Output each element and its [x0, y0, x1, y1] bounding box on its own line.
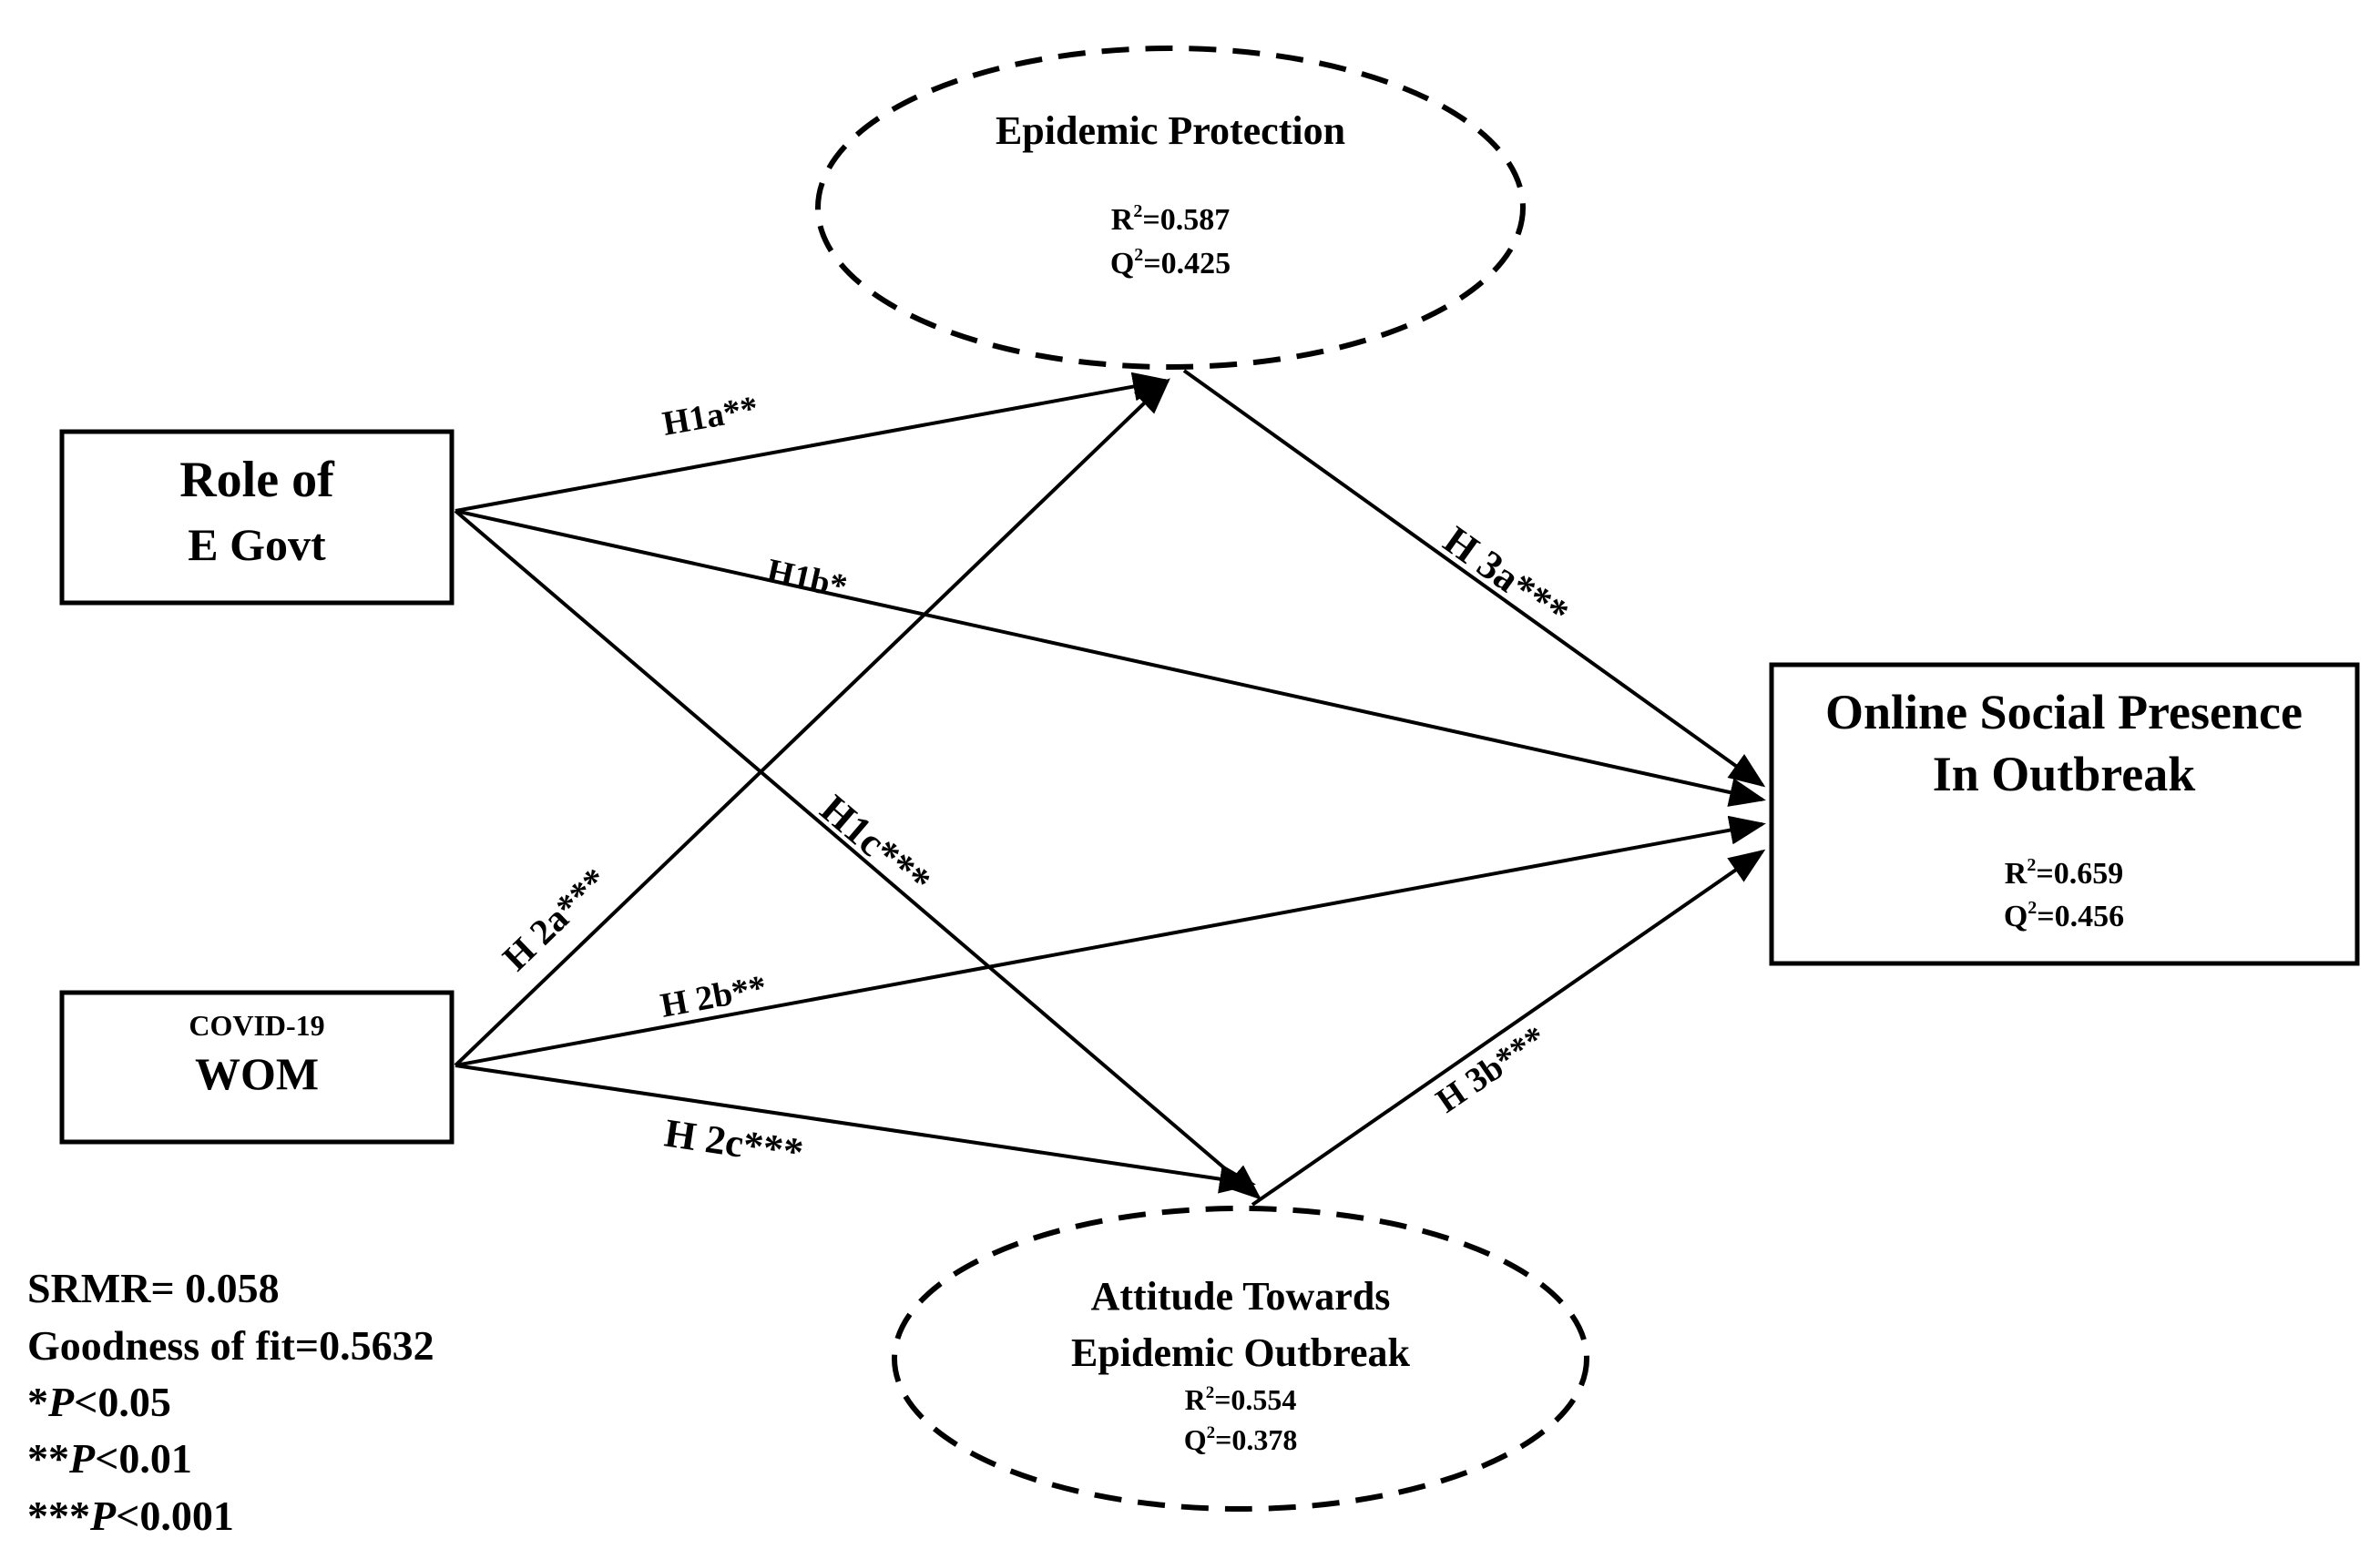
attitude-line1: Attitude Towards	[1091, 1274, 1391, 1319]
arrow-h1c	[454, 509, 1262, 1200]
presence-line1: Online Social Presence	[1825, 685, 2303, 739]
attitude-r2: R2=0.554	[1185, 1383, 1297, 1416]
path-arrows	[454, 369, 1766, 1207]
stat-gof: Goodness of fit=0.5632	[27, 1322, 434, 1369]
protection-title: Epidemic Protection	[996, 108, 1345, 153]
stat-p-005: *P<0.05	[27, 1379, 171, 1425]
egovt-line1: Role of	[179, 452, 335, 508]
label-h2c: H 2c***	[662, 1110, 806, 1175]
arrow-h2c	[455, 1064, 1256, 1194]
attitude-q2: Q2=0.378	[1184, 1423, 1298, 1456]
egovt-line2: E Govt	[188, 519, 326, 570]
node-role-of-egovt: Role of E Govt	[59, 429, 455, 606]
presence-q2: Q2=0.456	[2004, 898, 2124, 933]
attitude-line2: Epidemic Outbreak	[1071, 1330, 1411, 1375]
label-h1b: H1b*	[763, 552, 851, 606]
node-attitude-outbreak: Attitude Towards Epidemic Outbreak R2=0.…	[892, 1206, 1589, 1512]
arrow-h3b	[1251, 849, 1766, 1207]
label-h2a: H 2a***	[495, 860, 616, 978]
arrow-h1b	[455, 509, 1766, 807]
fit-statistics: SRMR= 0.058 Goodness of fit=0.5632 *P<0.…	[27, 1265, 434, 1539]
arrow-h1a	[455, 372, 1170, 513]
stat-srmr: SRMR= 0.058	[27, 1265, 280, 1311]
protection-r2: R2=0.587	[1111, 201, 1230, 237]
presence-line2: In Outbreak	[1933, 747, 2196, 801]
label-h1a: H1a**	[659, 389, 761, 443]
node-online-social-presence: Online Social Presence In Outbreak R2=0.…	[1769, 662, 2360, 966]
arrow-h2b	[455, 815, 1766, 1067]
protection-q2: Q2=0.425	[1110, 245, 1231, 280]
stat-p-001: **P<0.01	[27, 1435, 192, 1482]
node-epidemic-protection: Epidemic Protection R2=0.587 Q2=0.425	[815, 46, 1526, 370]
node-covid-wom: COVID-19 WOM	[59, 990, 455, 1145]
label-h3a: H 3a***	[1435, 517, 1577, 636]
arrow-h3a	[1182, 369, 1766, 788]
wom-line1: COVID-19	[189, 1009, 324, 1042]
presence-r2: R2=0.659	[2005, 855, 2123, 891]
arrow-h2a	[454, 378, 1170, 1067]
label-h1c: H1c***	[812, 786, 940, 903]
stat-p-0001: ***P<0.001	[27, 1493, 234, 1539]
wom-line2: WOM	[195, 1048, 319, 1099]
